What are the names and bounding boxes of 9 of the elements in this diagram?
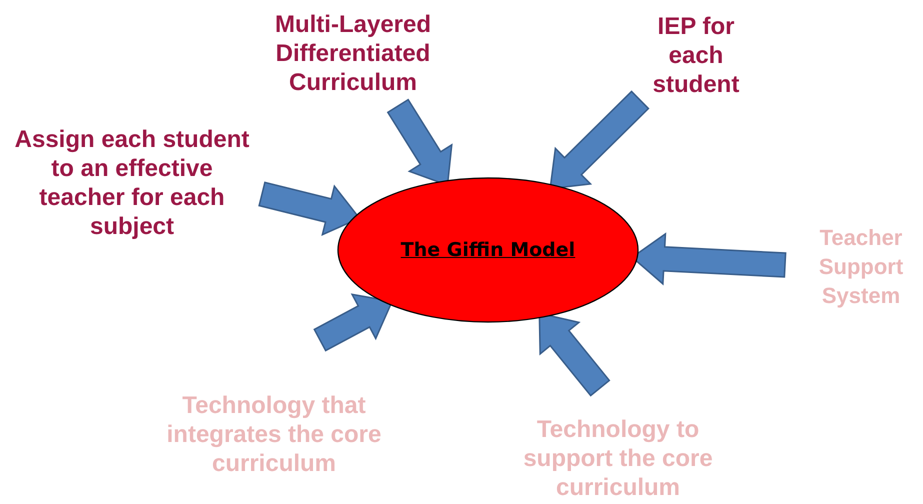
input-label: Multi-Layered Differentiated Curriculum [274,10,432,96]
input-label: Technology to support the core curriculum [522,414,714,502]
block-arrow [313,293,394,352]
input-label: Technology that integrates the core curriculum [166,390,382,478]
model-title: The Giffin Model [400,239,576,261]
block-arrow [549,90,650,190]
input-label: Assign each student to an effective teacher for each subject [14,125,250,241]
input-label: IEP for each student [652,12,740,98]
input-label: Teacher Support System [818,224,904,310]
